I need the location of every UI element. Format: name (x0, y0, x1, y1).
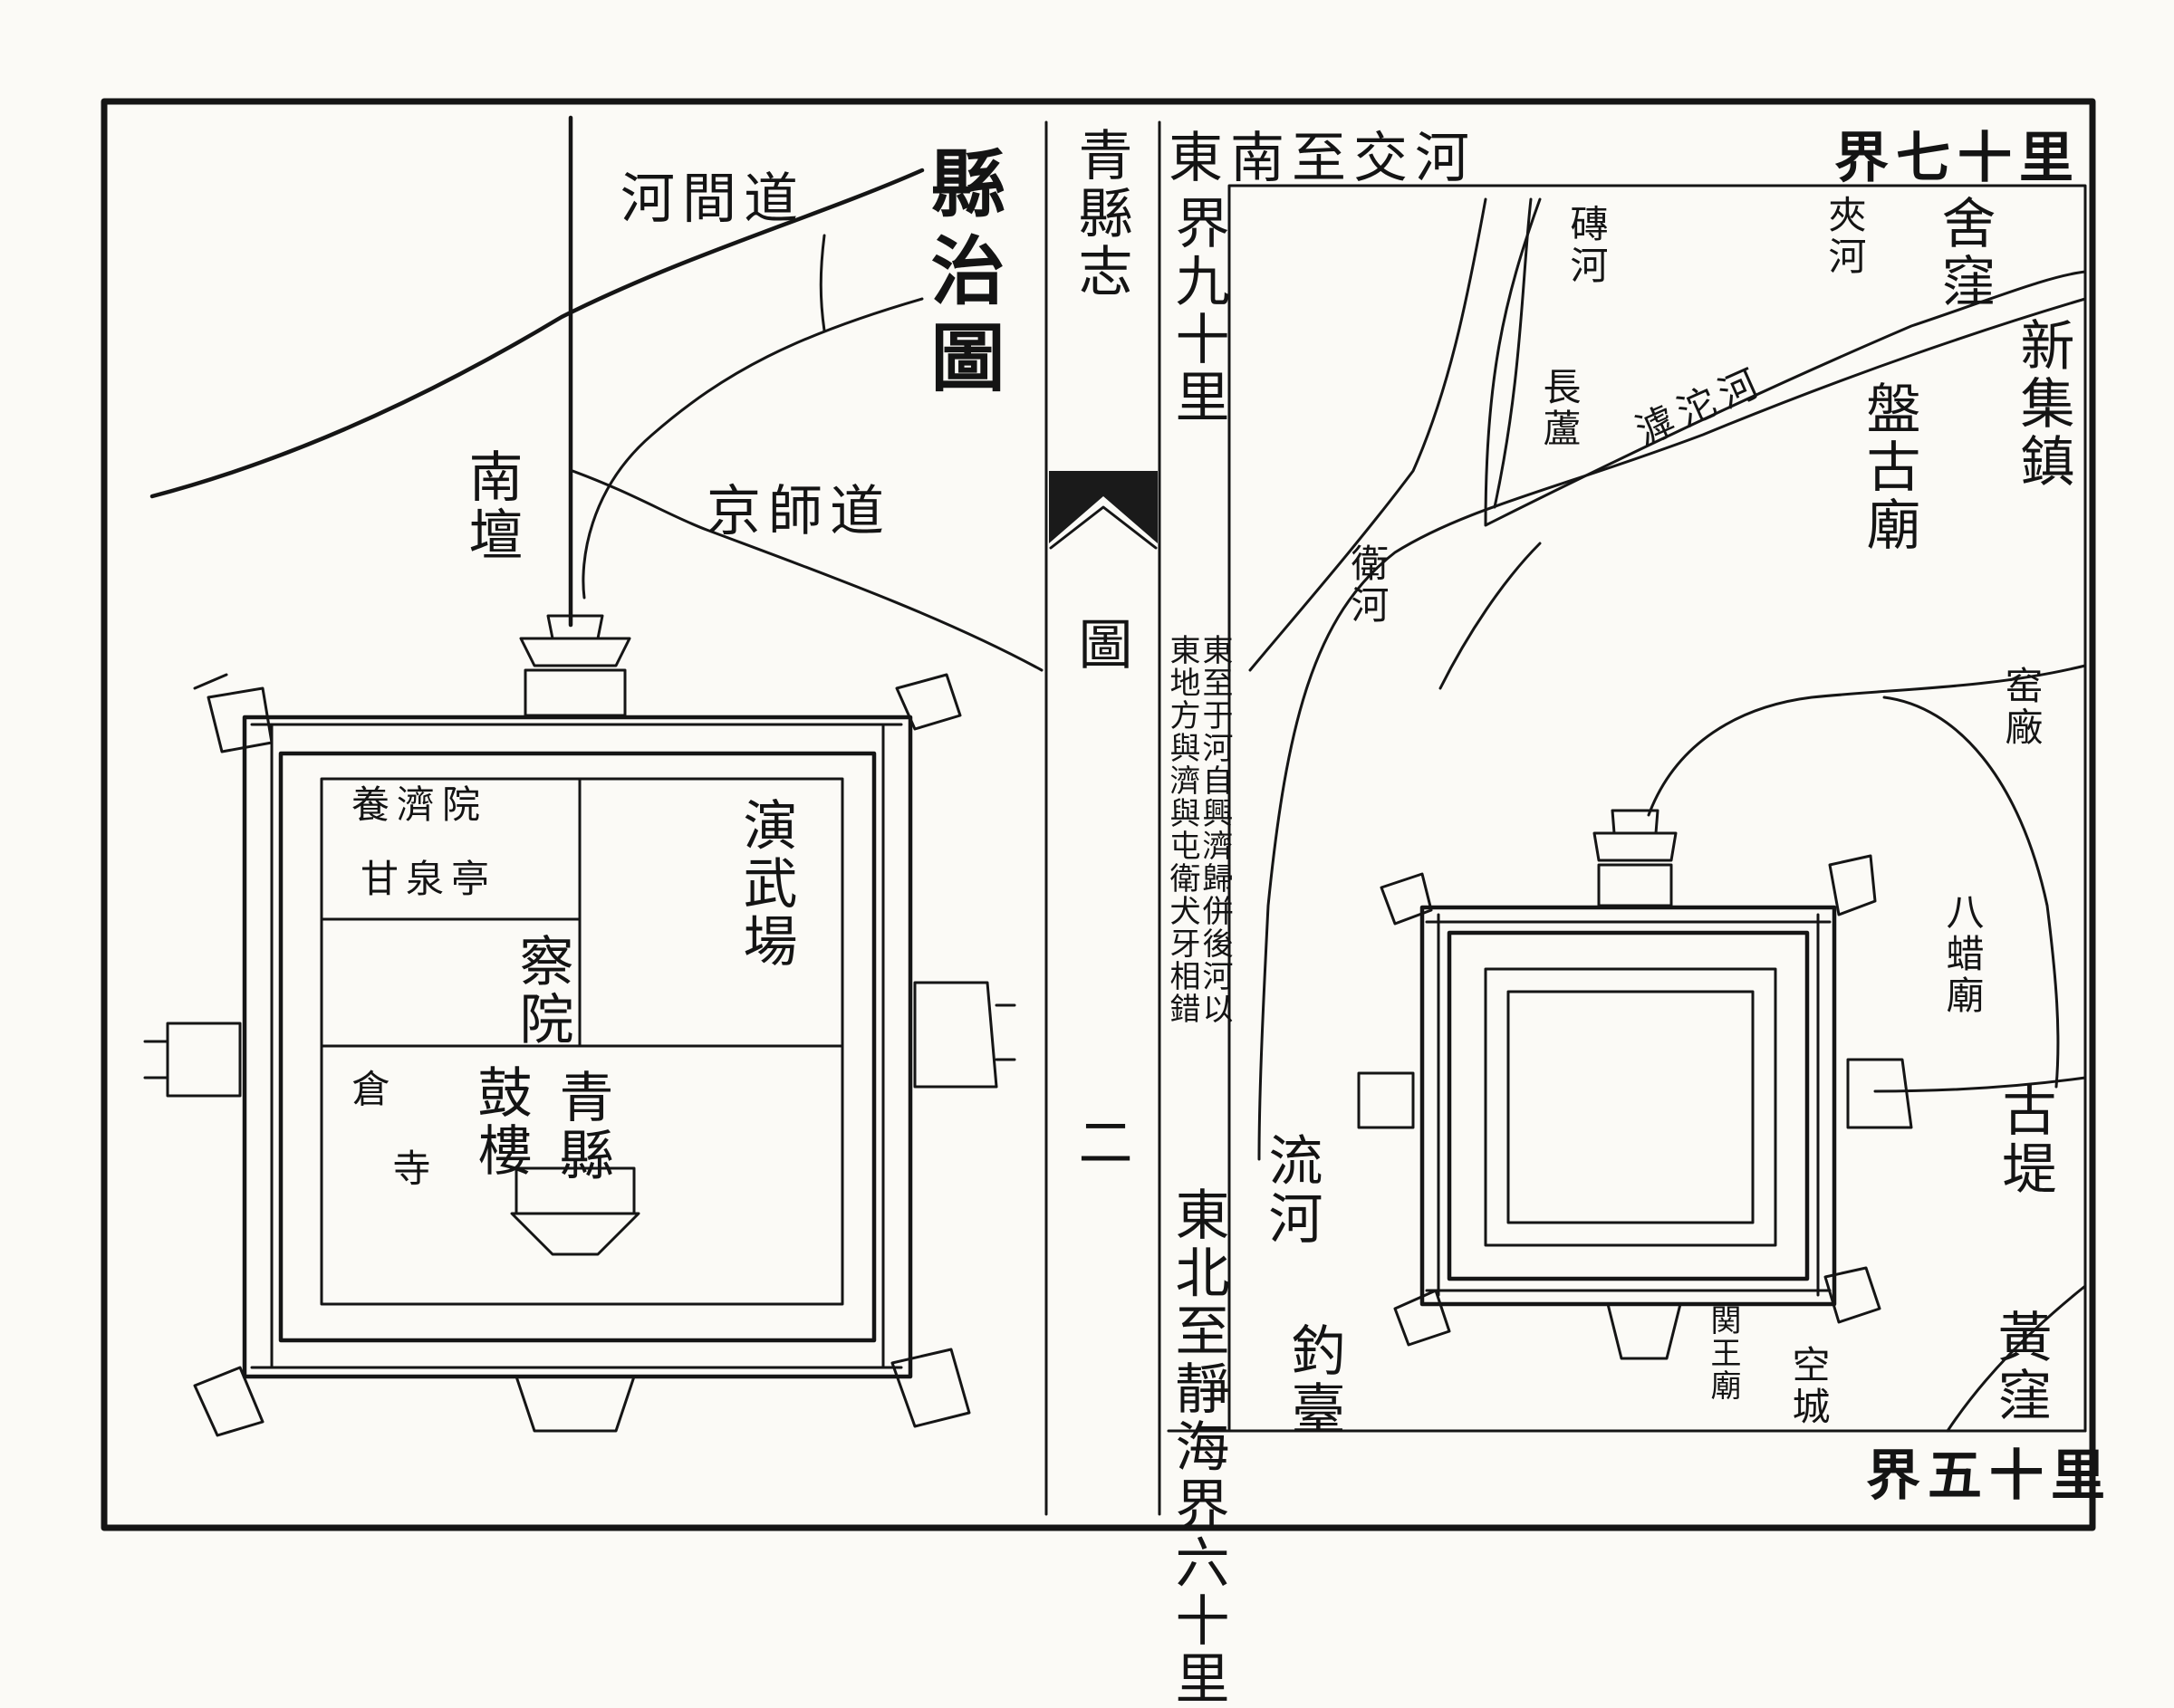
label-bala-miao: 八蜡廟 (1940, 892, 1985, 1017)
right-city-wall (1357, 809, 1913, 1360)
label-huangwa: 黃窪 (1988, 1309, 2052, 1425)
right-rivers (1248, 197, 2087, 1161)
page-number: 二 (1069, 1114, 1132, 1172)
label-kongcheng: 空城 (1786, 1345, 1831, 1428)
page-frame (101, 98, 2096, 1531)
border-label-top-center: 東南至交河 (1169, 127, 1477, 190)
label-nantan: 南壇 (459, 448, 523, 564)
map-drawing (101, 98, 2096, 1531)
label-gulou: 鼓樓 (468, 1064, 532, 1180)
label-changlu: 長蘆 (1537, 367, 1582, 450)
label-yangji-yuan: 養濟院 (351, 782, 488, 827)
border-label-bottom-right: 界五十里 (1866, 1444, 2112, 1508)
label-yaochang: 窑廠 (1999, 666, 2044, 749)
label-liuhe: 流河 (1259, 1132, 1323, 1248)
label-chayuan: 察院 (510, 933, 573, 1049)
right-roads (1647, 664, 2087, 1433)
map-title: 縣治圖 (918, 145, 1005, 406)
label-xinji-zhen: 新集鎮 (2011, 317, 2074, 491)
left-roads (149, 115, 1044, 672)
label-qingxian-office: 青縣 (550, 1069, 613, 1185)
label-ganquan-ting: 甘泉亭 (361, 857, 497, 901)
road-label-hebing: 河間道 (620, 168, 805, 231)
border-label-bottom-center: 東北至靜海界六十里 (1166, 1186, 1229, 1708)
road-label-jingshi: 京師道 (707, 480, 891, 543)
note-column-1: 東至于河自興濟歸併後河以 (1197, 634, 1233, 1025)
label-cang: 倉 (346, 1069, 390, 1110)
label-jia-he: 夾河 (1823, 195, 1867, 278)
note-column-2: 東地方與濟與屯衛犬牙相錯 (1164, 634, 1200, 1025)
fishtail-mark (1049, 471, 1158, 543)
label-shewa: 舍窪 (1932, 195, 1996, 311)
label-si: 寺 (387, 1148, 431, 1190)
border-label-right-column: 界九十里 (1166, 195, 1229, 427)
label-gudi: 古堤 (1993, 1082, 2056, 1198)
border-label-top-right: 界七十里 (1834, 127, 2081, 190)
left-city-wall (143, 614, 1016, 1437)
book-title: 青縣志 (1069, 127, 1132, 301)
label-yanwu-chang: 演武場 (734, 797, 797, 971)
label-zhuan-he: 磚河 (1564, 204, 1609, 287)
label-diaotai: 釣臺 (1282, 1322, 1345, 1438)
label-guanwang-miao: 関王廟 (1705, 1304, 1741, 1402)
label-weihe: 衛河 (1345, 543, 1390, 627)
label-pangu-miao: 盤古廟 (1857, 380, 1920, 554)
section-label: 圖 (1069, 616, 1132, 674)
